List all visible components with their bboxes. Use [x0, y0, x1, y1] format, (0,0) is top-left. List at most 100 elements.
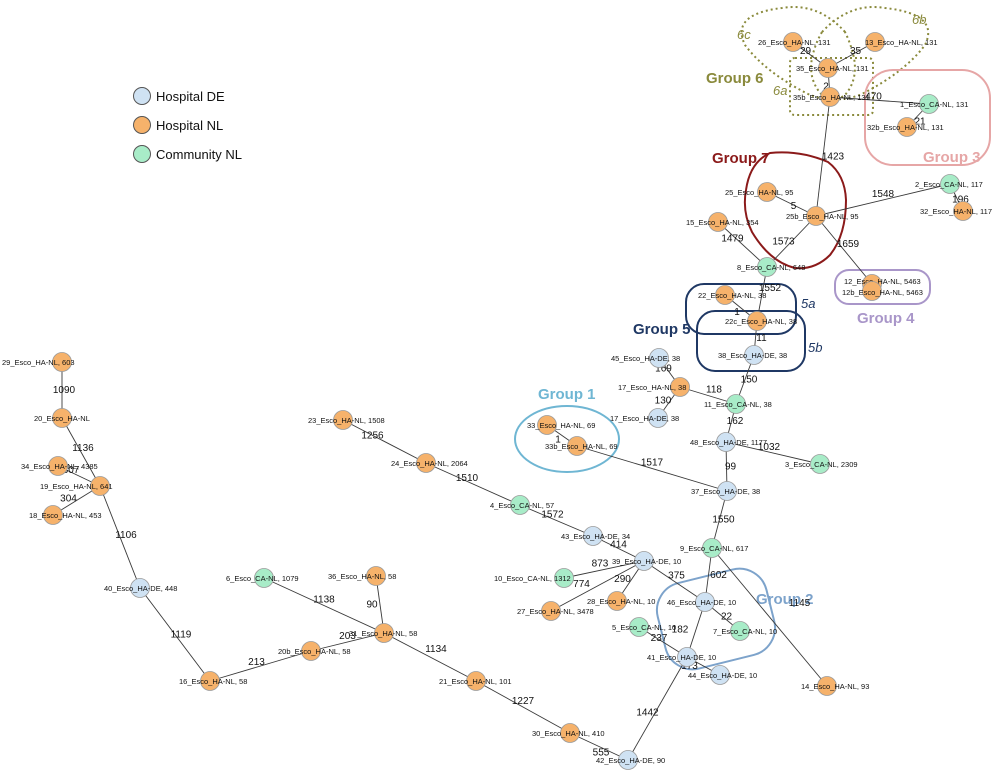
node-24[interactable]: 24_Esco_HA-NL, 2064: [391, 453, 468, 473]
node-26[interactable]: 26_Esco_HA-NL, 131: [758, 32, 831, 52]
node-marker[interactable]: [416, 453, 436, 473]
node-2[interactable]: 2_Esco_CA-NL, 117: [915, 174, 983, 194]
node-marker[interactable]: [865, 32, 885, 52]
node-marker[interactable]: [618, 750, 638, 770]
node-45[interactable]: 45_Esco_HA-DE, 38: [611, 348, 680, 368]
node-marker[interactable]: [567, 436, 587, 456]
node-41[interactable]: 41_Esco_HA-DE, 10: [647, 647, 716, 667]
node-marker[interactable]: [554, 568, 574, 588]
node-marker[interactable]: [726, 394, 746, 414]
node-marker[interactable]: [747, 311, 767, 331]
node-28[interactable]: 28_Esco_HA-NL, 10: [587, 591, 655, 611]
node-35b[interactable]: 35b_Esco_HA-NL, 131: [793, 87, 870, 107]
node-marker[interactable]: [757, 182, 777, 202]
node-6[interactable]: 6_Esco_CA-NL, 1079: [226, 568, 299, 588]
node-marker[interactable]: [374, 623, 394, 643]
node-34[interactable]: 34_Esco_HA-NL, 4385: [21, 456, 98, 476]
node-marker[interactable]: [919, 94, 939, 114]
node-32[interactable]: 32_Esco_HA-NL, 117: [920, 201, 992, 221]
node-48[interactable]: 48_Esco_HA-DE, 1177: [690, 432, 767, 452]
node-marker[interactable]: [301, 641, 321, 661]
node-marker[interactable]: [90, 476, 110, 496]
node-marker[interactable]: [583, 526, 603, 546]
node-44[interactable]: 44_Esco_HA-DE, 10: [688, 665, 757, 685]
node-32b[interactable]: 32b_Esco_HA-NL, 131: [867, 117, 944, 137]
node-marker[interactable]: [783, 32, 803, 52]
node-42[interactable]: 42_Esco_HA-DE, 90: [596, 750, 665, 770]
node-marker[interactable]: [200, 671, 220, 691]
node-20b[interactable]: 20b_Esco_HA-NL, 58: [278, 641, 351, 661]
node-11[interactable]: 11_Esco_CA-NL, 38: [704, 394, 772, 414]
node-marker[interactable]: [817, 676, 837, 696]
node-marker[interactable]: [670, 377, 690, 397]
node-8[interactable]: 8_Esco_CA-NL, 648: [737, 257, 805, 277]
node-marker[interactable]: [466, 671, 486, 691]
node-marker[interactable]: [716, 432, 736, 452]
node-33[interactable]: 33_Esco_HA-NL, 69: [527, 415, 595, 435]
node-marker[interactable]: [708, 212, 728, 232]
node-marker[interactable]: [820, 87, 840, 107]
node-marker[interactable]: [818, 58, 838, 78]
node-marker[interactable]: [648, 408, 668, 428]
node-12b[interactable]: 12b_Esco_HA-NL, 5463: [842, 281, 923, 301]
node-35[interactable]: 35_Esco_HA-NL, 131: [796, 58, 869, 78]
node-27[interactable]: 27_Esco_HA-NL, 3478: [517, 601, 594, 621]
node-marker[interactable]: [510, 495, 530, 515]
node-marker[interactable]: [810, 454, 830, 474]
node-46[interactable]: 46_Esco_HA-DE, 10: [667, 592, 736, 612]
node-marker[interactable]: [715, 285, 735, 305]
node-1[interactable]: 1_Esco_CA-NL, 131: [900, 94, 968, 114]
node-marker[interactable]: [130, 578, 150, 598]
node-21[interactable]: 21_Esco_HA-NL, 101: [439, 671, 512, 691]
node-marker[interactable]: [333, 410, 353, 430]
node-marker[interactable]: [634, 551, 654, 571]
node-38[interactable]: 38_Esco_HA-DE, 38: [718, 345, 787, 365]
node-9[interactable]: 9_Esco_CA-NL, 617: [680, 538, 748, 558]
node-17[interactable]: 17_Esco_HA-NL, 38: [618, 377, 690, 397]
node-17b[interactable]: 17_Esco_HA-DE, 38: [610, 408, 679, 428]
node-marker[interactable]: [541, 601, 561, 621]
node-marker[interactable]: [862, 281, 882, 301]
node-marker[interactable]: [254, 568, 274, 588]
node-20[interactable]: 20_Esco_HA-NL: [34, 408, 90, 428]
node-marker[interactable]: [806, 206, 826, 226]
node-5[interactable]: 5_Esco_CA-NL, 10: [612, 617, 676, 637]
node-31[interactable]: 31_Esco_HA-NL, 58: [349, 623, 417, 643]
node-43[interactable]: 43_Esco_HA-DE, 34: [561, 526, 630, 546]
node-marker[interactable]: [940, 174, 960, 194]
node-marker[interactable]: [953, 201, 973, 221]
node-25b[interactable]: 25b_Esco_HA-NL, 95: [786, 206, 859, 226]
node-marker[interactable]: [649, 348, 669, 368]
node-marker[interactable]: [757, 257, 777, 277]
node-marker[interactable]: [607, 591, 627, 611]
node-30[interactable]: 30_Esco_HA-NL, 410: [532, 723, 605, 743]
node-18[interactable]: 18_Esco_HA-NL, 453: [29, 505, 102, 525]
node-marker[interactable]: [537, 415, 557, 435]
node-marker[interactable]: [710, 665, 730, 685]
node-37[interactable]: 37_Esco_HA-DE, 38: [691, 481, 760, 501]
node-marker[interactable]: [702, 538, 722, 558]
node-22[interactable]: 22_Esco_HA-NL, 38: [698, 285, 766, 305]
node-13[interactable]: 13_Esco_HA-NL, 131: [865, 32, 938, 52]
node-marker[interactable]: [52, 352, 72, 372]
node-14[interactable]: 14_Esco_HA-NL, 93: [801, 676, 869, 696]
node-22c[interactable]: 22c_Esco_HA-NL, 38: [725, 311, 797, 331]
node-marker[interactable]: [717, 481, 737, 501]
node-7[interactable]: 7_Esco_CA-NL, 10: [713, 621, 777, 641]
node-4[interactable]: 4_Esco_CA-NL, 57: [490, 495, 554, 515]
node-16[interactable]: 16_Esco_HA-NL, 58: [179, 671, 247, 691]
node-3[interactable]: 3_Esco_CA-NL, 2309: [785, 454, 858, 474]
node-marker[interactable]: [677, 647, 697, 667]
node-36[interactable]: 36_Esco_HA-NL, 58: [328, 566, 396, 586]
node-40[interactable]: 40_Esco_HA-DE, 448: [104, 578, 177, 598]
node-10[interactable]: 10_Esco_CA-NL, 1312: [494, 568, 574, 588]
node-33b[interactable]: 33b_Esco_HA-NL, 69: [545, 436, 618, 456]
node-marker[interactable]: [52, 408, 72, 428]
node-marker[interactable]: [560, 723, 580, 743]
node-23[interactable]: 23_Esco_HA-NL, 1508: [308, 410, 385, 430]
node-15[interactable]: 15_Esco_HA-NL, 354: [686, 212, 759, 232]
node-29[interactable]: 29_Esco_HA-NL, 603: [2, 352, 75, 372]
node-marker[interactable]: [629, 617, 649, 637]
node-marker[interactable]: [366, 566, 386, 586]
node-39[interactable]: 39_Esco_HA-DE, 10: [612, 551, 681, 571]
